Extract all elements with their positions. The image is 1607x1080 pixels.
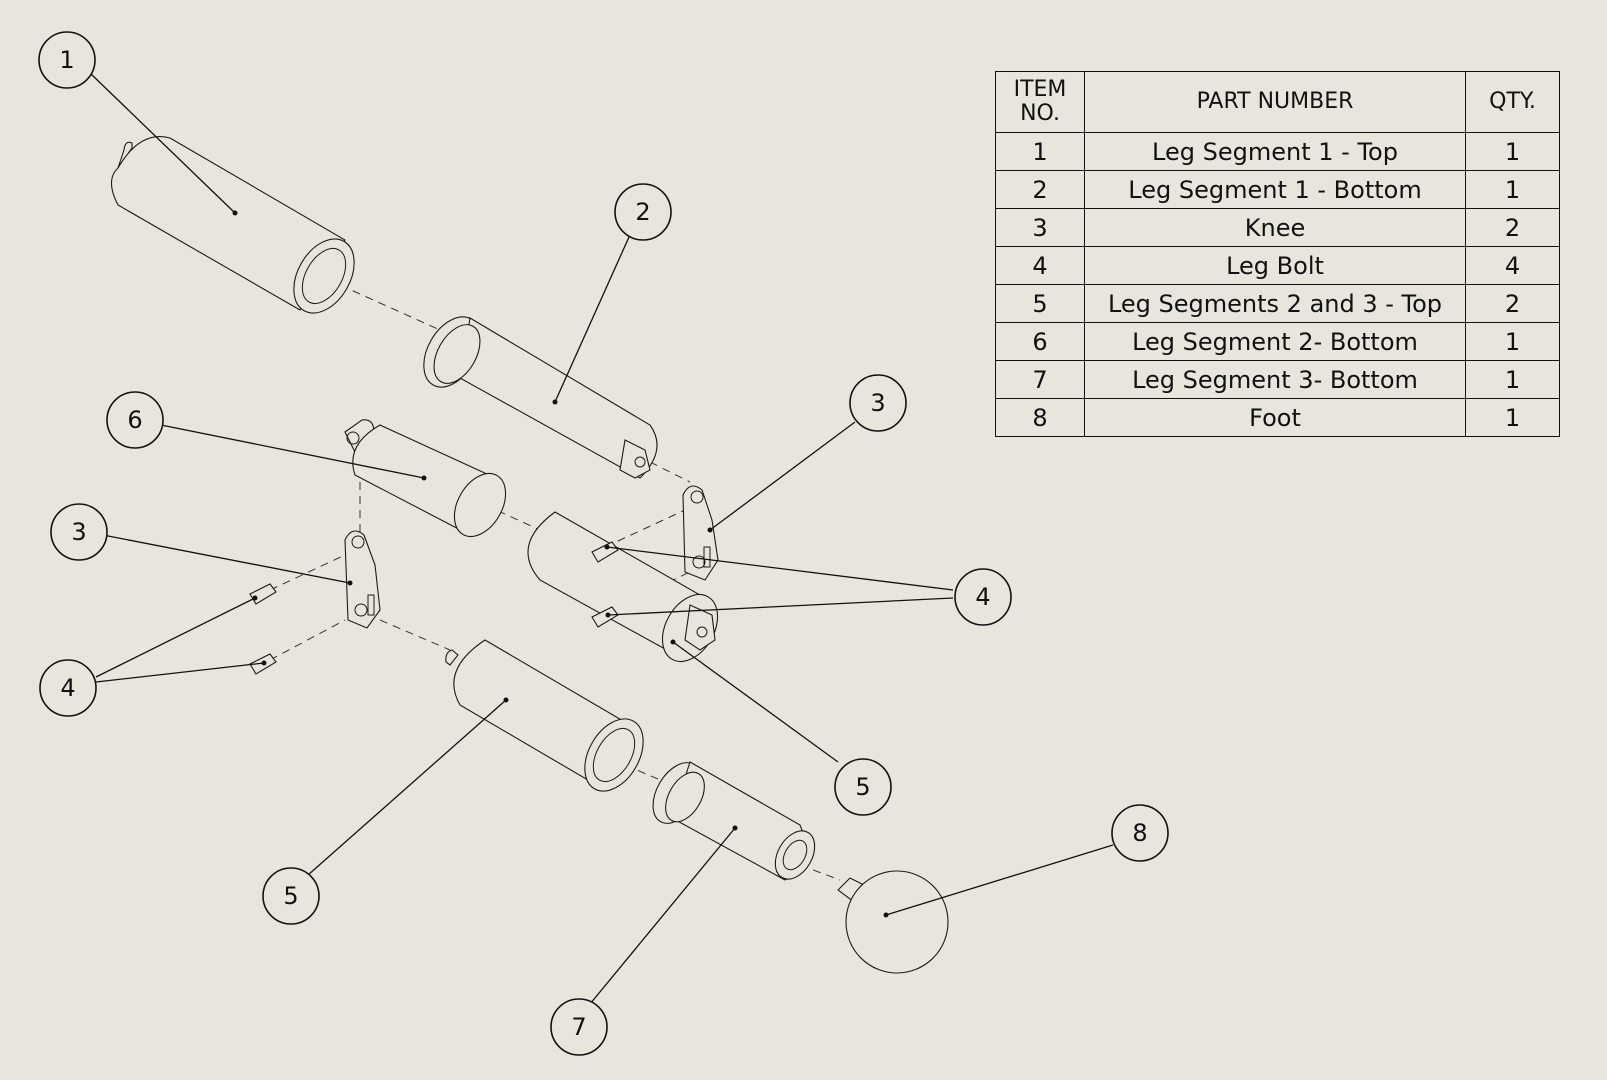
part-cell: Knee — [1084, 208, 1466, 247]
qty-cell: 4 — [1465, 246, 1560, 285]
balloon-4-right: 4 — [954, 568, 1012, 626]
balloon-1: 1 — [38, 31, 96, 89]
balloon-label: 2 — [635, 198, 650, 226]
balloon-4-left: 4 — [39, 659, 97, 717]
balloon-7: 7 — [550, 998, 608, 1056]
part-cell: Leg Segment 3- Bottom — [1084, 360, 1466, 399]
balloon-label: 5 — [283, 882, 298, 910]
header-qty: QTY. — [1465, 71, 1560, 133]
qty-cell: 1 — [1465, 170, 1560, 209]
part-leg-segment-3-bottom — [652, 761, 816, 881]
balloon-label: 8 — [1132, 819, 1147, 847]
balloon-3-right: 3 — [849, 374, 907, 432]
balloon-label: 3 — [870, 389, 885, 417]
balloon-8: 8 — [1111, 804, 1169, 862]
qty-cell: 1 — [1465, 398, 1560, 437]
item-cell: 3 — [995, 208, 1085, 247]
balloon-label: 6 — [127, 406, 142, 434]
part-cell: Leg Segment 2- Bottom — [1084, 322, 1466, 361]
balloon-5-left: 5 — [262, 867, 320, 925]
balloon-label: 4 — [60, 674, 75, 702]
part-leg-segment-1-bottom — [423, 316, 658, 479]
item-cell: 4 — [995, 246, 1085, 285]
balloon-6: 6 — [106, 391, 164, 449]
item-cell: 1 — [995, 132, 1085, 171]
part-cell: Leg Bolt — [1084, 246, 1466, 285]
item-cell: 6 — [995, 322, 1085, 361]
part-cell: Leg Segment 1 - Bottom — [1084, 170, 1466, 209]
part-knee-left — [344, 530, 381, 629]
balloon-label: 7 — [571, 1013, 586, 1041]
header-part-number: PART NUMBER — [1084, 71, 1466, 133]
item-cell: 8 — [995, 398, 1085, 437]
balloon-label: 3 — [71, 518, 86, 546]
qty-cell: 2 — [1465, 208, 1560, 247]
balloon-5-right: 5 — [834, 758, 892, 816]
part-leg-bolts — [249, 541, 619, 675]
part-leg-segment-2-bottom — [344, 419, 507, 537]
part-knee-right — [682, 485, 719, 581]
bom-header-row: ITEM NO. PART NUMBER QTY. — [995, 71, 1560, 133]
balloon-3-left: 3 — [50, 503, 108, 561]
item-cell: 2 — [995, 170, 1085, 209]
part-leg-segment-top-lower — [445, 639, 644, 792]
item-cell: 7 — [995, 360, 1085, 399]
balloon-label: 4 — [975, 583, 990, 611]
item-cell: 5 — [995, 284, 1085, 323]
balloon-2: 2 — [614, 183, 672, 241]
header-item-no: ITEM NO. — [995, 71, 1085, 133]
qty-cell: 1 — [1465, 132, 1560, 171]
qty-cell: 2 — [1465, 284, 1560, 323]
part-foot — [837, 870, 949, 974]
balloon-label: 1 — [59, 46, 74, 74]
part-leg-segment-1-top — [110, 136, 355, 314]
balloon-label: 5 — [855, 773, 870, 801]
part-cell: Leg Segment 1 - Top — [1084, 132, 1466, 171]
leader-lines — [90, 73, 1114, 1005]
part-cell: Leg Segments 2 and 3 - Top — [1084, 284, 1466, 323]
part-cell: Foot — [1084, 398, 1466, 437]
qty-cell: 1 — [1465, 322, 1560, 361]
qty-cell: 1 — [1465, 360, 1560, 399]
